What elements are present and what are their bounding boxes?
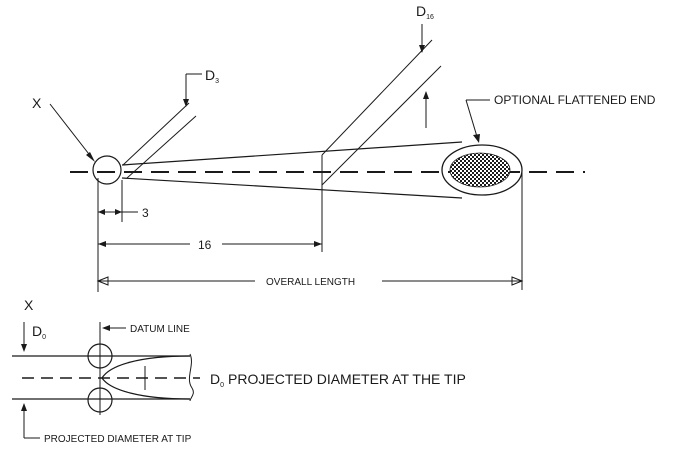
x-label-top: X	[32, 95, 42, 111]
d16-arrowhead-top	[419, 45, 425, 53]
overall-length-arrow-left	[96, 276, 109, 286]
needle-bottom-edge	[121, 177, 463, 199]
d0-arrow-bottom	[21, 403, 27, 411]
flattened-end-hatch	[449, 152, 511, 188]
d3-label: D3	[205, 67, 219, 85]
overall-length-label: OVERALL LENGTH	[266, 277, 355, 288]
flattened-end-leader-d	[465, 99, 479, 141]
flattened-end-arrowhead	[473, 134, 480, 143]
d0-label: D0	[32, 323, 46, 341]
x-leader	[49, 103, 93, 159]
datum-line-arrowhead	[102, 325, 110, 331]
needle-top-edge	[121, 141, 463, 166]
d3-arrowhead	[183, 99, 189, 107]
d16-line-2	[321, 65, 442, 186]
detail-break-line	[188, 353, 194, 402]
dim-3-arrow-left	[98, 209, 105, 215]
dim-16-arrow-right	[314, 241, 322, 247]
datum-line-label: DATUM LINE	[130, 324, 190, 335]
d16-label: D16	[416, 3, 434, 21]
x-label-bottom: X	[24, 297, 34, 313]
dim-16-arrow-left	[98, 241, 106, 247]
d0-arrow-top	[21, 344, 27, 352]
projected-diameter-bottom-label: PROJECTED DIAMETER AT TIP	[44, 434, 192, 445]
optional-flattened-end-label: OPTIONAL FLATTENED END	[494, 93, 656, 107]
overall-length-arrow-right	[511, 276, 524, 286]
flattened-end-outline	[441, 144, 523, 196]
d16-line-1	[321, 39, 433, 156]
d3-line-1	[122, 102, 190, 166]
d3-line-2	[126, 115, 197, 179]
dim-3-arrow-right	[115, 209, 122, 215]
d16-arrowhead-bottom	[423, 91, 429, 99]
tip-circle	[92, 155, 122, 185]
dim-3-label: 3	[142, 206, 149, 220]
x-leader-arrowhead	[86, 152, 95, 162]
dim-16-label: 16	[198, 238, 212, 252]
